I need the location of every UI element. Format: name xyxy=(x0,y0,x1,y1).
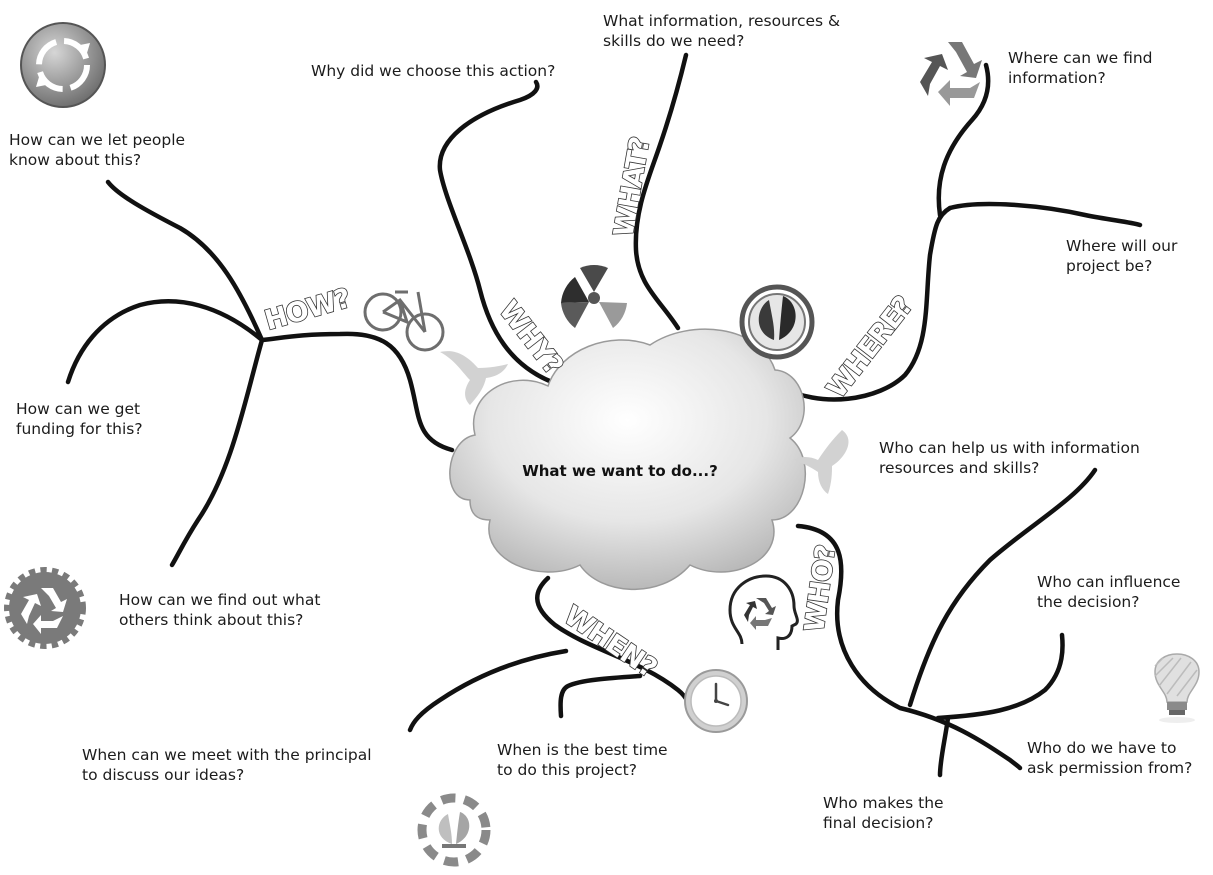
question-where-project: Where will our project be? xyxy=(1066,236,1177,276)
leaf-icon xyxy=(742,287,812,357)
clock-icon xyxy=(685,670,747,732)
branch-how: HOW? xyxy=(261,283,353,337)
branch-what: WHAT? xyxy=(608,135,656,239)
question-how-find-out: How can we find out what others think ab… xyxy=(119,590,320,630)
how-left-line xyxy=(68,301,262,382)
circular-arrows-icon xyxy=(21,23,105,107)
lightbulb-icon xyxy=(1155,654,1199,723)
recycle-icon xyxy=(920,42,982,106)
where-right-line xyxy=(950,204,1140,225)
leaf-cycle-icon xyxy=(422,798,486,862)
question-what-info: What information, resources & skills do … xyxy=(603,11,840,51)
question-how-funding: How can we get funding for this? xyxy=(16,399,143,439)
center-label: What we want to do...? xyxy=(522,462,718,480)
branch-when: WHEN? xyxy=(558,600,662,684)
question-who-final: Who makes the final decision? xyxy=(823,793,944,833)
gear-recycle-icon xyxy=(9,572,81,644)
how-up-line xyxy=(108,182,262,340)
how-down-line xyxy=(172,340,262,565)
radiation-icon xyxy=(561,265,627,328)
question-where-find-info: Where can we find information? xyxy=(1008,48,1153,88)
branch-where: WHERE? xyxy=(821,291,919,404)
who-final-line xyxy=(940,718,948,775)
who-influence-line xyxy=(938,635,1063,718)
when-left-line xyxy=(410,651,566,730)
bicycle-icon xyxy=(365,292,443,350)
question-when-meet-principal: When can we meet with the principal to d… xyxy=(82,745,372,785)
question-how-let-people-know: How can we let people know about this? xyxy=(9,130,185,170)
question-when-best-time: When is the best time to do this project… xyxy=(497,740,668,780)
question-who-permission: Who do we have to ask permission from? xyxy=(1027,738,1192,778)
question-why-choose: Why did we choose this action? xyxy=(311,61,555,81)
question-who-influence: Who can influence the decision? xyxy=(1037,572,1180,612)
when-right-line xyxy=(561,676,640,716)
question-who-help: Who can help us with information resourc… xyxy=(879,438,1140,478)
head-recycle-icon xyxy=(730,576,797,650)
